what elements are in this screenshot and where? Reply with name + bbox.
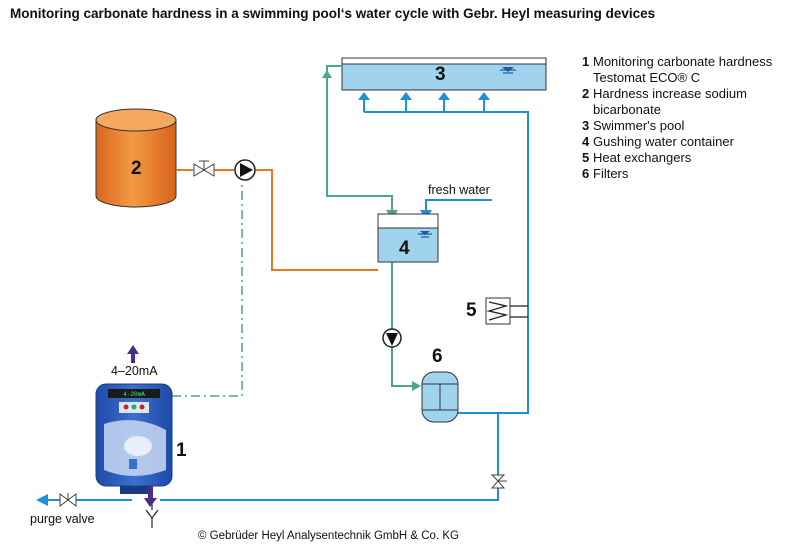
testomat-device [95,383,173,494]
legend-text: Heat exchangers [593,150,692,165]
label-6-filter: 6 [432,346,443,367]
legend-text: Filters [593,166,629,181]
legend-text: Hardness increase sodium [593,86,747,101]
legend-text: Swimmer's pool [593,118,685,133]
return-arrow-left [322,70,332,78]
label-4-container: 4 [399,238,410,259]
legend-text: Gushing water container [593,134,734,149]
signal-output-arrow [127,345,139,363]
legend-subtext: Testomat ECO® C [593,70,701,85]
filter-vessel [421,371,459,423]
label-5-heat-exchanger: 5 [466,300,477,321]
legend-number: 6 [582,166,590,181]
signal-label: 4–20mA [111,364,158,378]
pool-inlet-arrows [358,92,490,100]
fresh-water-label: fresh water [428,183,490,197]
device-drain-arrow [144,486,157,507]
return-pipe-green [326,65,416,387]
legend-subtext: bicarbonate [593,102,661,117]
purge-valve-icon [59,493,77,507]
bicarbonate-tank [95,108,177,208]
legend-number: 3 [582,118,590,133]
return-arrow-into-filter [412,381,421,391]
return-valve-icon [490,474,507,489]
signal-line [172,182,243,397]
label-1-device: 1 [176,440,187,461]
copyright-notice: © Gebrüder Heyl Analysentechnik GmbH & C… [198,530,459,542]
legend-number: 4 [582,134,590,149]
dosing-pipe-orange [176,169,378,271]
legend-number: 1 [582,54,590,69]
purge-valve-label: purge valve [30,512,95,526]
supply-pipe-blue [48,98,529,501]
gushing-water-container [377,213,439,263]
page-title: Monitoring carbonate hardness in a swimm… [10,6,656,21]
label-3-pool: 3 [435,64,446,85]
device-display-text: 4-20mA [123,391,145,398]
dosing-valve-icon [193,160,215,177]
label-2-tank: 2 [131,158,142,179]
legend-text: Monitoring carbonate hardness [593,54,773,69]
swimmer-pool [341,57,547,91]
circulation-pump-icon [382,328,402,348]
legend-number: 2 [582,86,590,101]
dosing-pump-icon [234,159,256,181]
purge-outlet-arrow [36,494,48,506]
legend-number: 5 [582,150,590,165]
heat-exchanger-icon [485,297,528,325]
